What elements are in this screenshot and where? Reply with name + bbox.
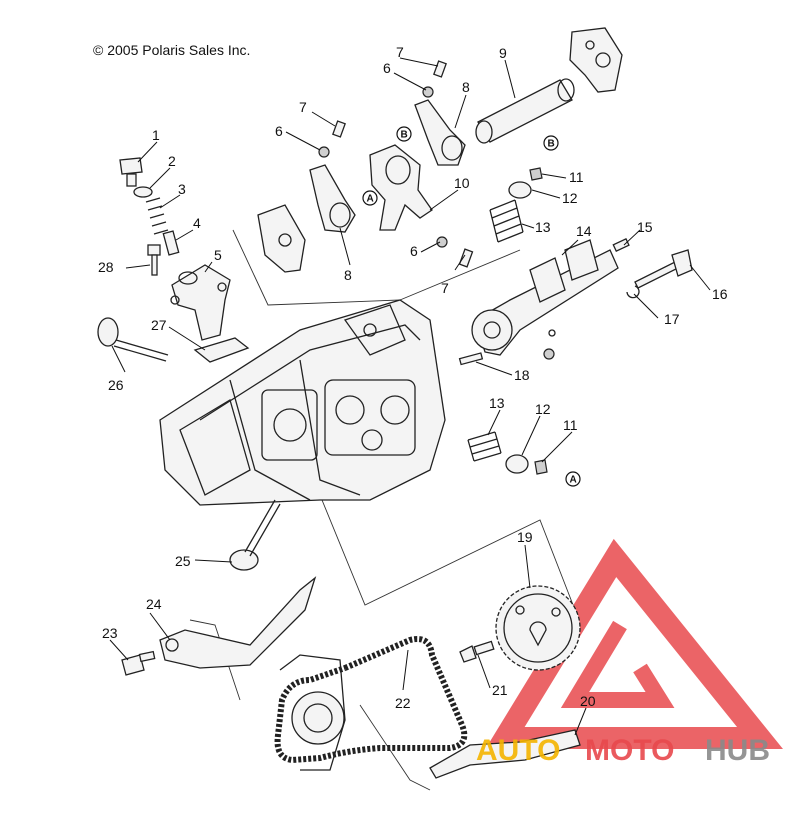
callout-11-lower: 11 xyxy=(563,417,578,433)
copyright-text: © 2005 Polaris Sales Inc. xyxy=(93,42,251,58)
callout-7-mid: 7 xyxy=(441,280,449,296)
watermark-moto: MOTO xyxy=(585,734,674,767)
callout-12-upper: 12 xyxy=(562,190,578,206)
callout-16: 16 xyxy=(712,286,728,302)
callout-11-upper: 11 xyxy=(569,169,584,185)
callout-10: 10 xyxy=(454,175,470,191)
callout-24: 24 xyxy=(146,596,162,612)
callout-9: 9 xyxy=(499,45,507,61)
callout-21: 21 xyxy=(492,682,508,698)
cam-chain-tensioner xyxy=(170,264,231,341)
callout-2: 2 xyxy=(168,153,176,169)
callout-22: 22 xyxy=(395,695,411,711)
reference-a-upper: A xyxy=(367,194,374,205)
crank-sprocket xyxy=(279,654,346,771)
cam-chain xyxy=(274,636,468,764)
callout-4: 4 xyxy=(193,215,201,231)
rocker-arm-assembly xyxy=(369,144,433,231)
snap-ring xyxy=(626,285,640,299)
callout-7-top: 7 xyxy=(396,44,404,60)
callout-15: 15 xyxy=(637,219,653,235)
locating-pin xyxy=(458,352,484,366)
sprocket-bolt xyxy=(459,640,495,663)
decompression-shaft xyxy=(634,249,693,289)
watermark-text: AUTO MOTO HUB xyxy=(476,734,770,767)
tensioner-plunger xyxy=(162,230,180,256)
rocker-bracket-lower xyxy=(257,204,306,273)
reference-b-right: B xyxy=(548,139,555,150)
rocker-arm-right xyxy=(414,99,466,166)
cylinder-head xyxy=(159,299,446,506)
rocker-bracket-upper xyxy=(569,27,623,93)
callout-numbers: 1 2 3 4 5 6 6 6 7 7 7 8 8 9 10 11 11 12 … xyxy=(98,44,728,711)
tensioner-mount-bolt xyxy=(147,244,161,276)
dowel-pin xyxy=(612,238,630,253)
valve-spring-upper xyxy=(489,199,524,243)
cam-sprocket xyxy=(495,585,581,671)
tensioner-gasket xyxy=(193,337,250,363)
callout-13-lower: 13 xyxy=(489,395,505,411)
callout-17: 17 xyxy=(664,311,680,327)
callout-19: 19 xyxy=(517,529,533,545)
leader-lines xyxy=(109,57,711,736)
callout-3: 3 xyxy=(178,181,186,197)
tensioner-bolt xyxy=(119,157,143,187)
intake-valve xyxy=(97,317,169,362)
callout-8-left: 8 xyxy=(344,267,352,283)
camshaft xyxy=(471,239,619,360)
exhaust-valve xyxy=(229,499,281,571)
callout-5: 5 xyxy=(214,247,222,263)
watermark-triangle-inner xyxy=(560,620,675,708)
callout-12-lower: 12 xyxy=(535,401,551,417)
valve-spring-lower xyxy=(467,431,502,462)
reference-markers: A A B B xyxy=(362,126,581,487)
watermark-auto: AUTO xyxy=(476,734,560,767)
callout-1: 1 xyxy=(152,127,160,143)
callout-25: 25 xyxy=(175,553,191,569)
callout-20: 20 xyxy=(580,693,596,709)
tensioner-spring xyxy=(145,197,169,235)
callout-23: 23 xyxy=(102,625,118,641)
spring-retainers xyxy=(505,167,548,475)
assembly-frames xyxy=(189,229,576,791)
callout-13-upper: 13 xyxy=(535,219,551,235)
callout-6-mid: 6 xyxy=(410,243,418,259)
callout-26: 26 xyxy=(108,377,124,393)
callout-14: 14 xyxy=(576,223,592,239)
rocker-arm-left xyxy=(309,164,356,233)
reference-a-lower: A xyxy=(570,475,577,486)
rocker-shaft xyxy=(475,78,575,144)
callout-6-top: 6 xyxy=(383,60,391,76)
callout-7-left: 7 xyxy=(299,99,307,115)
callout-18: 18 xyxy=(514,367,530,383)
adjuster-screws xyxy=(318,60,474,268)
cam-chain-guide xyxy=(159,576,317,669)
watermark-hub: HUB xyxy=(705,734,770,767)
reference-b-left: B xyxy=(401,130,408,141)
callout-8-right: 8 xyxy=(462,79,470,95)
chain-guide-lower xyxy=(429,729,581,779)
guide-bolt xyxy=(121,650,156,676)
callout-27: 27 xyxy=(151,317,167,333)
callout-28: 28 xyxy=(98,259,114,275)
callout-6-left: 6 xyxy=(275,123,283,139)
sealing-washer xyxy=(133,186,153,198)
